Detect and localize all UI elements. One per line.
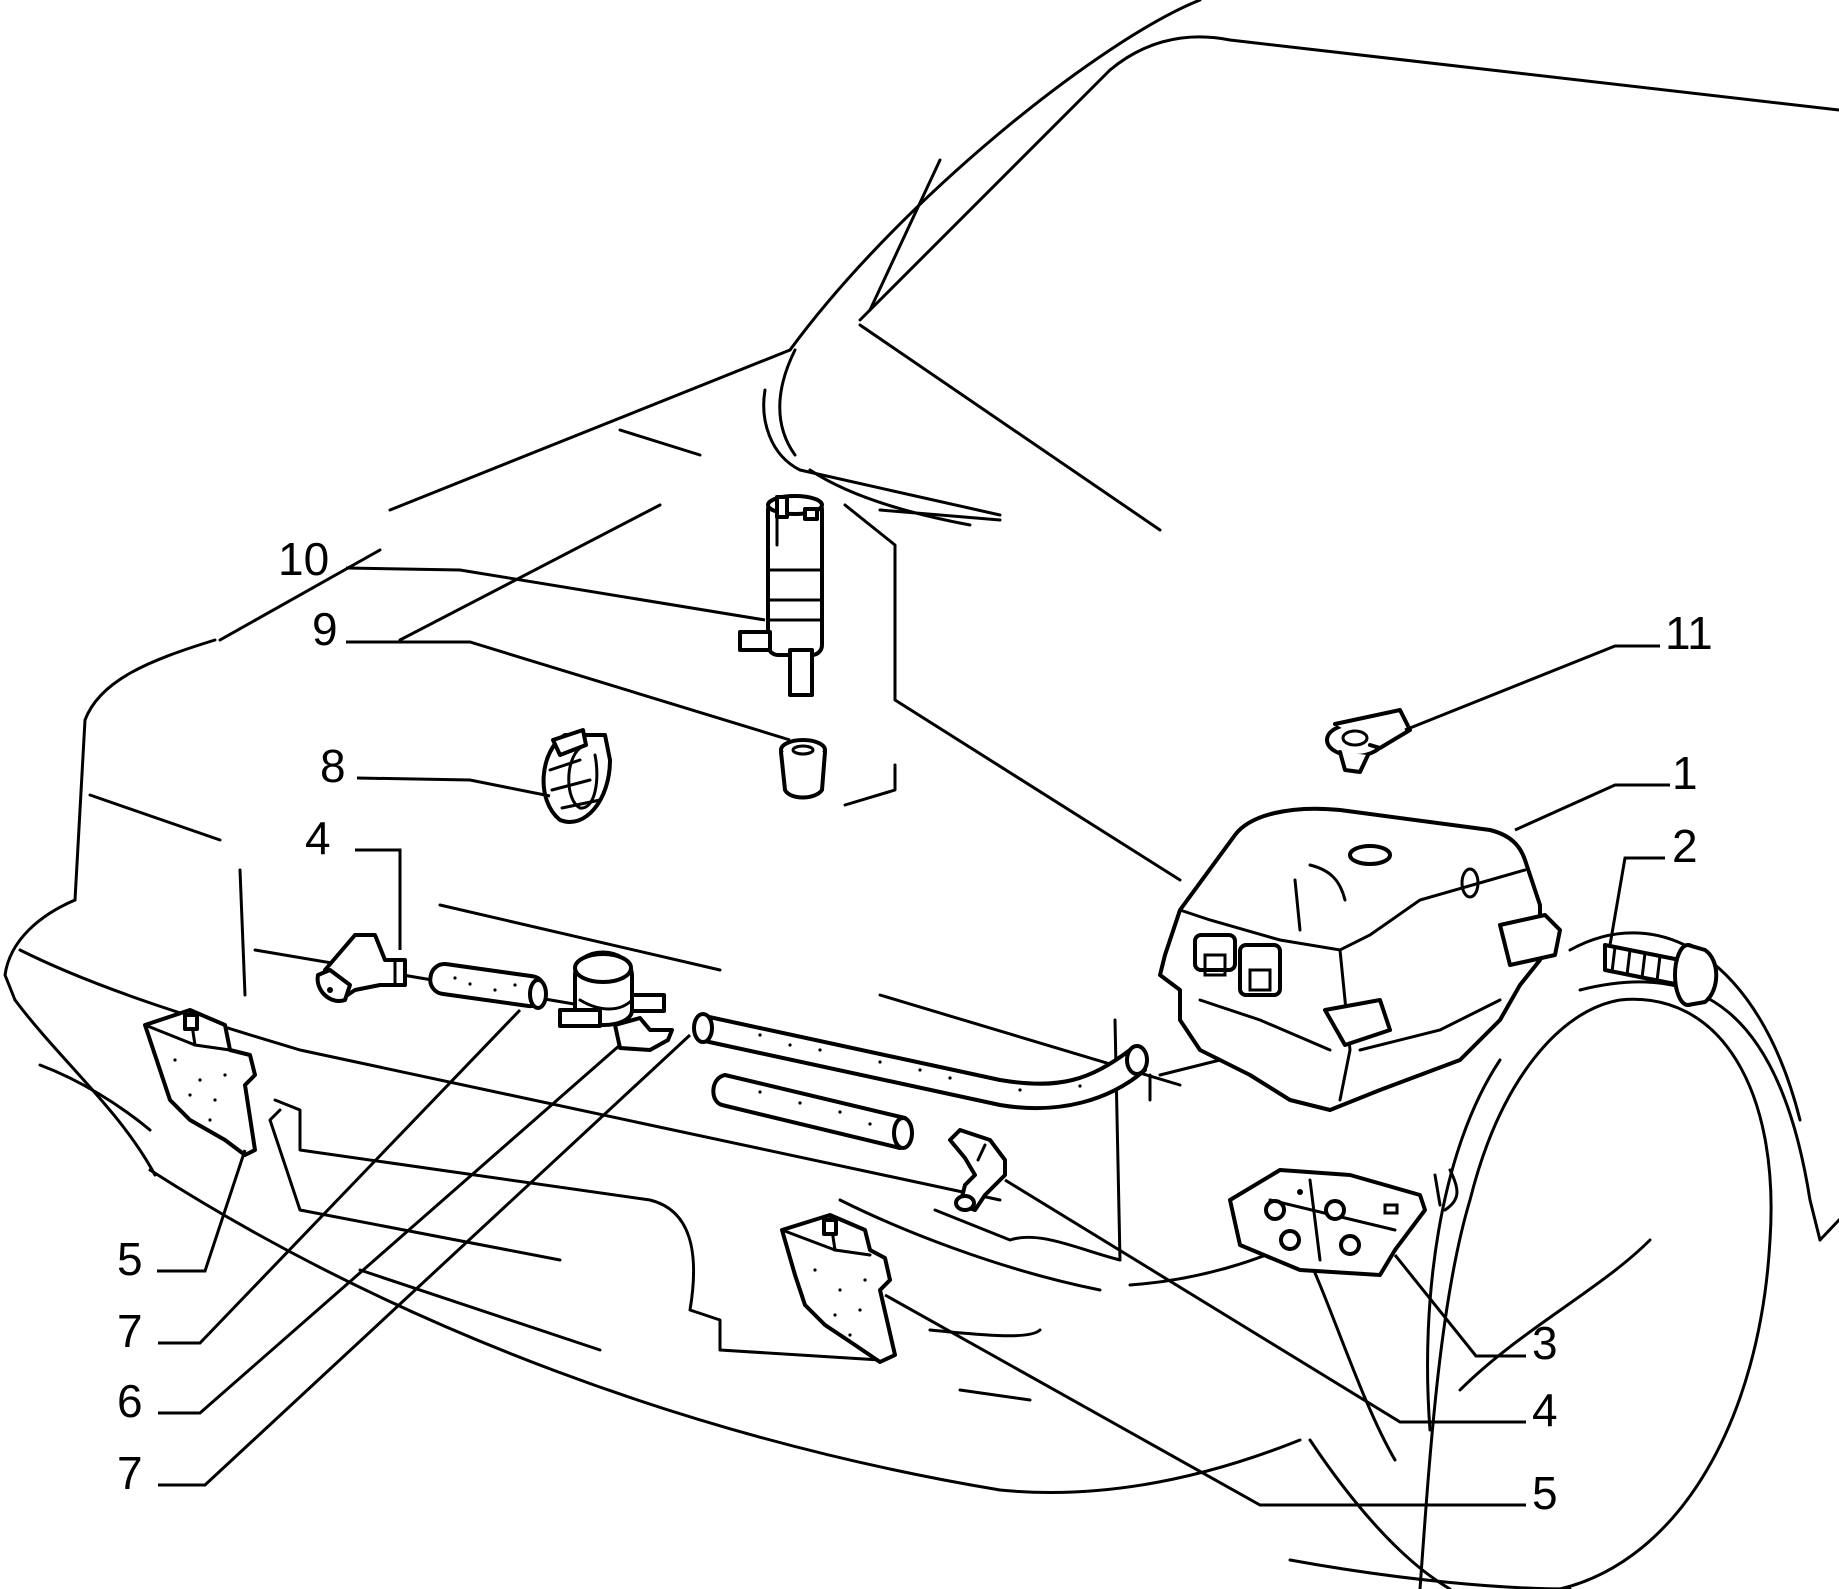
check-valve-icon — [558, 950, 674, 1052]
washer-nozzle-left-icon — [143, 1008, 257, 1157]
hose-short-icon — [428, 962, 548, 1010]
callout-4-left: 4 — [305, 812, 331, 864]
hose-long-curved-icon — [692, 1012, 1149, 1111]
elbow-connector-right-icon — [948, 1128, 1007, 1212]
filler-cap-icon — [1325, 708, 1412, 774]
callout-10: 10 — [278, 533, 330, 585]
callout-11: 11 — [1665, 607, 1713, 659]
elbow-connector-icon — [315, 933, 407, 1003]
hose-straight-icon — [711, 1073, 914, 1150]
washer-nozzle-right-icon — [780, 1213, 897, 1364]
grommet-icon — [779, 738, 827, 800]
callout-5-left: 5 — [117, 1233, 143, 1285]
callout-8: 8 — [320, 740, 346, 792]
callout-5-right: 5 — [1532, 1467, 1558, 1519]
washer-pump-icon — [738, 494, 824, 697]
callout-2: 2 — [1672, 820, 1698, 872]
callout-4-right: 4 — [1532, 1384, 1558, 1436]
callout-7-lower: 7 — [117, 1447, 143, 1499]
callout-9: 9 — [312, 603, 338, 655]
leader-lines — [157, 566, 1670, 1507]
callout-1: 1 — [1672, 747, 1698, 799]
car-body-outline — [3, 0, 1839, 1589]
washer-reservoir-icon — [1158, 806, 1562, 1112]
callout-3: 3 — [1532, 1317, 1558, 1369]
mounting-plate-icon — [1228, 1168, 1427, 1277]
callout-6: 6 — [117, 1375, 143, 1427]
callout-7-upper: 7 — [117, 1305, 143, 1357]
hose-clamp-icon — [541, 728, 612, 824]
screw-icon — [1603, 943, 1719, 1007]
